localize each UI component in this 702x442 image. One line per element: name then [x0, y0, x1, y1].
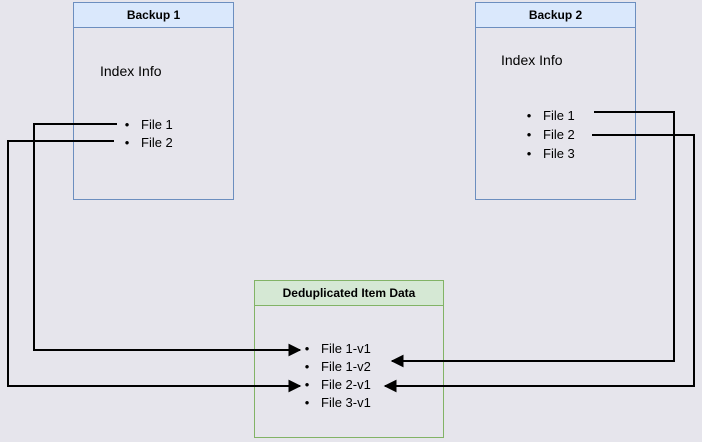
backup2-title: Backup 2: [476, 3, 635, 28]
list-item: • File 3: [522, 144, 575, 163]
item-label: File 2: [141, 135, 173, 150]
item-label: File 1: [141, 117, 173, 132]
bullet-icon: •: [124, 117, 130, 132]
item-label: File 1-v2: [321, 359, 371, 374]
dedup-file-list: • File 1-v1 • File 1-v2 • File 2-v1 • Fi…: [300, 340, 371, 412]
backup1-box: Backup 1 Index Info • File 1 • File 2: [73, 2, 234, 200]
backup2-file-list: • File 1 • File 2 • File 3: [522, 106, 575, 163]
list-item: • File 1: [120, 116, 173, 134]
list-item: • File 1-v2: [300, 358, 371, 376]
list-item: • File 1-v1: [300, 340, 371, 358]
bullet-icon: •: [526, 108, 532, 123]
dedup-box: Deduplicated Item Data • File 1-v1 • Fil…: [254, 280, 444, 438]
item-label: File 3: [543, 146, 575, 161]
backup2-box: Backup 2 Index Info • File 1 • File 2 • …: [475, 2, 636, 200]
bullet-icon: •: [304, 377, 310, 392]
item-label: File 3-v1: [321, 395, 371, 410]
dedup-title: Deduplicated Item Data: [255, 281, 443, 306]
list-item: • File 2-v1: [300, 376, 371, 394]
bullet-icon: •: [124, 135, 130, 150]
bullet-icon: •: [304, 395, 310, 410]
item-label: File 1: [543, 108, 575, 123]
bullet-icon: •: [526, 146, 532, 161]
list-item: • File 2: [120, 134, 173, 152]
bullet-icon: •: [304, 359, 310, 374]
bullet-icon: •: [526, 127, 532, 142]
backup1-file-list: • File 1 • File 2: [120, 116, 173, 152]
backup1-title: Backup 1: [74, 3, 233, 28]
backup2-index-info-label: Index Info: [501, 52, 563, 68]
item-label: File 1-v1: [321, 341, 371, 356]
bullet-icon: •: [304, 341, 310, 356]
list-item: • File 2: [522, 125, 575, 144]
list-item: • File 1: [522, 106, 575, 125]
list-item: • File 3-v1: [300, 394, 371, 412]
item-label: File 2: [543, 127, 575, 142]
backup1-index-info-label: Index Info: [100, 63, 162, 79]
item-label: File 2-v1: [321, 377, 371, 392]
